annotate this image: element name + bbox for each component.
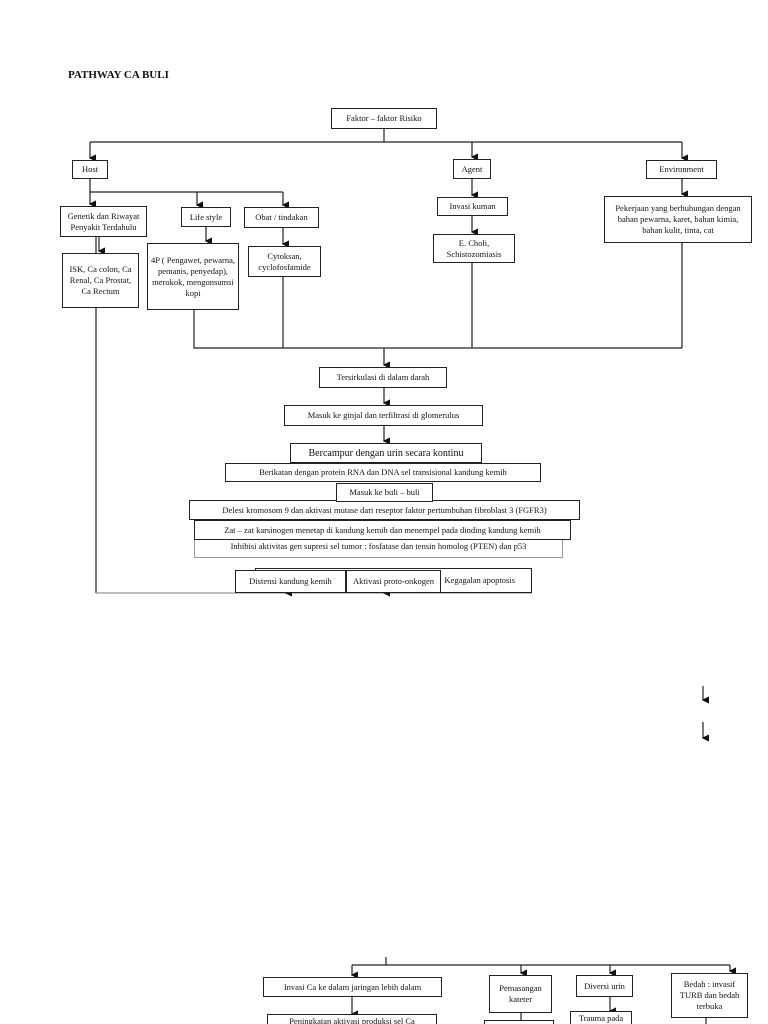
- node-environment: Environment: [646, 160, 717, 179]
- node-cutoff: [484, 1020, 554, 1024]
- node-pemasangan: Pemasangan kateter: [489, 975, 552, 1013]
- node-ginjal: Masuk ke ginjal dan terfiltrasi di glome…: [284, 405, 483, 426]
- node-zat: Zat – zat karsinogen menetap di kandung …: [194, 520, 571, 540]
- node-pekerjaan: Pekerjaan yang berhubungan dengan bahan …: [604, 196, 752, 243]
- node-tersirkulasi: Tersirkulasi di dalam darah: [319, 367, 447, 388]
- node-trauma: Trauma pada: [570, 1011, 632, 1024]
- node-agent: Agent: [453, 159, 491, 179]
- node-berikatan: Berikatan dengan protein RNA dan DNA sel…: [225, 463, 541, 482]
- node-host: Host: [72, 160, 108, 179]
- node-genetik: Genetik dan Riwayat Penyakit Terdahulu: [60, 206, 147, 237]
- node-aktivasi: Aktivasi proto-onkogen: [346, 570, 441, 593]
- node-diversi: Diversi urin: [576, 975, 633, 997]
- page-title: PATHWAY CA BULI: [68, 69, 169, 81]
- node-cytoksan: Cytoksan, cyclofosfamide: [248, 246, 321, 277]
- node-lifestyle: Life style: [181, 207, 231, 227]
- node-peningkatan: Peningkatan aktivasi produksi sel Ca: [267, 1014, 437, 1024]
- node-distensi: Distensi kandung kemih: [235, 570, 346, 593]
- node-4p: 4P ( Pengawet, pewarna, pemanis, penyeda…: [147, 243, 239, 310]
- node-buli: Masuk ke buli – buli: [336, 483, 433, 502]
- node-bedah: Bedah : invasif TURB dan bedah terbuka: [671, 973, 748, 1018]
- node-isk: ISK, Ca colon, Ca Renal, Ca Prostat, Ca …: [62, 253, 139, 308]
- node-invasi-kuman: Invasi kuman: [437, 197, 508, 216]
- node-faktor: Faktor – faktor Risiko: [331, 108, 437, 129]
- node-delesi: Delesi kromosom 9 dan aktivasi mutase da…: [189, 500, 580, 520]
- node-invasi-ca: Invasi Ca ke dalam jaringan lebih dalam: [263, 977, 442, 997]
- node-obat: Obat / tindakan: [244, 207, 319, 228]
- node-bercampur: Bercampur dengan urin secara kontinu: [290, 443, 482, 463]
- node-echoli: E. Choli, Schistozomiasis: [433, 234, 515, 263]
